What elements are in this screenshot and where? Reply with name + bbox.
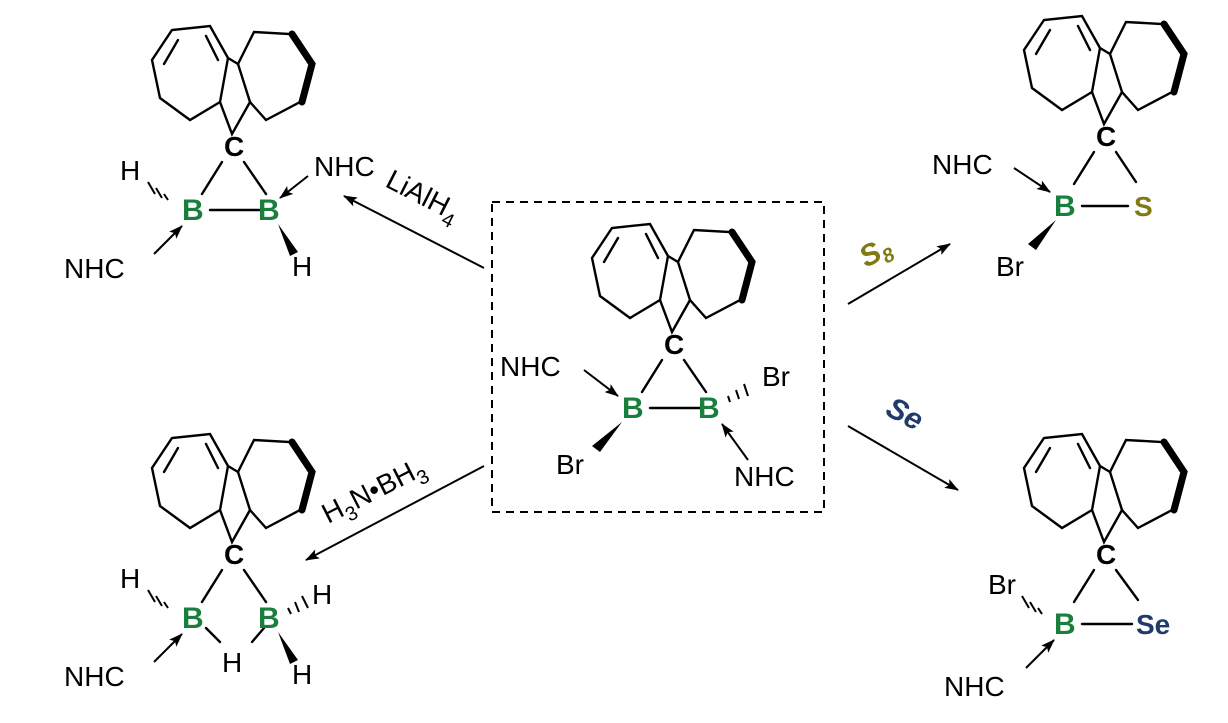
- svg-text:C: C: [1096, 121, 1116, 152]
- ring-junction: [658, 254, 692, 335]
- svg-text:H: H: [292, 251, 312, 282]
- hash-br-right: [727, 383, 749, 403]
- br-label-right: Br: [762, 361, 790, 392]
- dative-arrow-right: [721, 423, 749, 461]
- reagent-se: Se: [881, 391, 929, 437]
- fluorenylidene-right-ring: [676, 228, 756, 320]
- svg-text:NHC: NHC: [314, 151, 375, 182]
- product-se: C B Se Br NHC: [944, 432, 1188, 702]
- svg-text:B: B: [182, 602, 204, 635]
- svg-text:H: H: [120, 563, 140, 594]
- reagent-lialh4: LiAlH4: [378, 164, 465, 233]
- boron-right: B: [698, 392, 720, 425]
- product-lialh4: C B B H NHC NHC H: [64, 24, 375, 284]
- product-s8: C B S NHC Br: [932, 14, 1188, 282]
- dative-arrow-left: [583, 369, 619, 397]
- product-nh3bh3: C B B H H NHC H H: [64, 432, 332, 692]
- svg-text:NHC: NHC: [932, 149, 993, 180]
- svg-text:C: C: [224, 131, 244, 162]
- svg-text:Se: Se: [1136, 609, 1170, 640]
- svg-text:NHC: NHC: [64, 253, 125, 284]
- spiro-carbon: C: [664, 329, 684, 360]
- svg-text:B: B: [258, 602, 280, 635]
- svg-text:H: H: [292, 659, 312, 690]
- svg-text:C: C: [224, 539, 244, 570]
- arrow-to-nh3bh3-product: [305, 465, 485, 561]
- nhc-label-left: NHC: [500, 351, 561, 382]
- svg-text:C: C: [1096, 539, 1116, 570]
- reagent-s8: S8: [854, 230, 900, 278]
- svg-text:H: H: [120, 155, 140, 186]
- svg-text:B: B: [258, 194, 280, 227]
- svg-text:NHC: NHC: [944, 671, 1005, 702]
- wedge-br-left: [592, 422, 622, 452]
- arrow-to-se-product: [847, 425, 959, 491]
- arrow-to-s8-product: [847, 243, 951, 305]
- svg-text:B: B: [182, 194, 204, 227]
- svg-text:H: H: [312, 579, 332, 610]
- svg-text:S: S: [1134, 191, 1153, 222]
- br-label-left: Br: [556, 449, 584, 480]
- starting-material: C B B NHC Br Br NHC: [500, 222, 795, 492]
- svg-text:NHC: NHC: [64, 661, 125, 692]
- svg-text:B: B: [1054, 190, 1076, 223]
- arrow-to-lialh4-product: [343, 195, 485, 269]
- svg-text:B: B: [1054, 608, 1076, 641]
- nhc-label-right: NHC: [734, 461, 795, 492]
- fluorenylidene-left-ring: [590, 222, 670, 320]
- svg-text:H: H: [222, 647, 242, 678]
- boron-left: B: [622, 392, 644, 425]
- svg-text:Br: Br: [988, 569, 1016, 600]
- svg-text:Br: Br: [996, 251, 1024, 282]
